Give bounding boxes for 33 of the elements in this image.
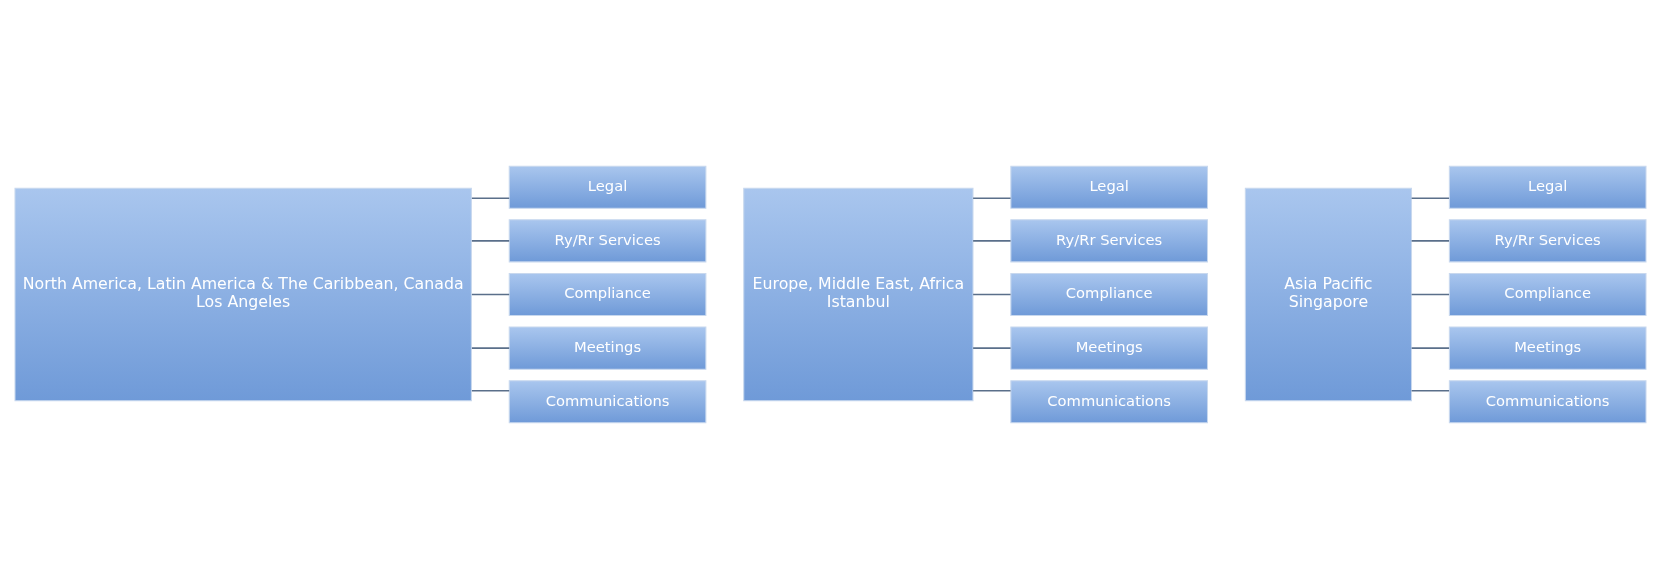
node-box: Meetings — [1448, 326, 1647, 370]
node-box: Compliance — [508, 272, 707, 316]
node-box: Legal — [1448, 165, 1647, 209]
node-box: Communications — [1448, 379, 1647, 423]
connector — [972, 346, 1012, 349]
connector — [1410, 293, 1450, 295]
node-box: Asia Pacific Singapore — [1244, 187, 1413, 401]
connector — [471, 239, 510, 242]
connector — [972, 389, 1012, 391]
node-box: North America, Latin America & The Caribbean, Canada Los Angeles — [14, 187, 472, 401]
node-box: Compliance — [1010, 272, 1208, 316]
node-box: Communications — [508, 379, 707, 423]
connector — [471, 197, 510, 199]
connector — [471, 389, 510, 391]
node-box: Meetings — [1010, 326, 1208, 370]
node-box: Legal — [508, 165, 707, 209]
node-box: Meetings — [508, 326, 707, 370]
node-box: Communications — [1010, 379, 1208, 423]
connector — [1410, 197, 1450, 199]
node-box: Legal — [1010, 165, 1208, 209]
connector — [471, 293, 510, 295]
connector — [972, 293, 1012, 295]
connector — [1410, 239, 1450, 242]
node-box: Ry/Rr Services — [1448, 218, 1647, 262]
connector — [471, 346, 510, 349]
node-box: Europe, Middle East, Africa Istanbul — [743, 187, 974, 401]
node-box: Ry/Rr Services — [1010, 218, 1208, 262]
node-box: Ry/Rr Services — [508, 218, 707, 262]
connector — [972, 197, 1012, 199]
connector — [1410, 346, 1450, 349]
connector — [972, 239, 1012, 242]
node-box: Compliance — [1448, 272, 1647, 316]
connector — [1410, 389, 1450, 391]
